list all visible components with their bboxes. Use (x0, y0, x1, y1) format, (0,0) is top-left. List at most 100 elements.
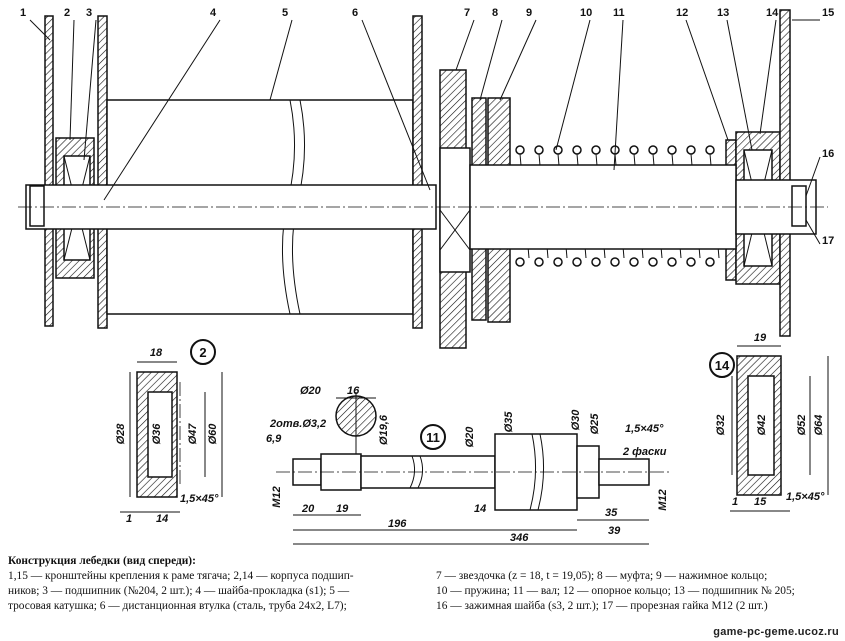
detail-11-number: 11 (426, 430, 440, 445)
spring-coil (591, 145, 601, 155)
sprocket-hub (439, 147, 471, 273)
dim-d25: Ø25 (589, 413, 601, 435)
spring-coil (534, 257, 544, 267)
dim-chamfer-11: 1,5×45° (625, 423, 664, 435)
dim-d52: Ø52 (796, 415, 808, 436)
dim-d196: Ø19,6 (378, 414, 390, 445)
detail-11-marker (420, 424, 446, 450)
spring-coil (534, 145, 544, 155)
spring-coil (591, 257, 601, 267)
nut-left (29, 185, 45, 227)
dim-d35: Ø35 (503, 411, 515, 433)
dim-l20: 20 (301, 503, 315, 515)
callout-leader (805, 156, 821, 197)
spring-coil (629, 257, 639, 267)
detail-14-number: 14 (715, 358, 730, 373)
dim-w15: 15 (754, 496, 767, 508)
dim-d64: Ø64 (813, 415, 825, 436)
detail-2-number: 2 (199, 345, 206, 360)
callout-leader (83, 19, 97, 161)
spring-coil (553, 257, 563, 267)
detail-11: Ø20 16 2отв.Ø3,2 6,9 11 Ø19,6 Ø20 Ø35 Ø3… (266, 385, 670, 545)
dim-d60: Ø60 (207, 423, 219, 445)
nut-right (791, 185, 807, 227)
caption-right-line: 16 — зажимная шайба (s3, 2 шт.); 17 — пр… (436, 600, 768, 612)
dim-d32: Ø32 (715, 415, 727, 436)
caption-left-line: ников; 3 — подшипник (№204, 2 шт.); 4 — … (8, 585, 350, 597)
callout-leader (361, 19, 431, 191)
callout-number: 14 (766, 7, 779, 19)
detail-2-marker (190, 339, 216, 365)
watermark: game-pc-geme.ucoz.ru (713, 626, 839, 638)
spool-flange-right (412, 15, 423, 329)
spring-coil (648, 145, 658, 155)
dim-m12-left: M12 (271, 486, 283, 507)
callout-leader (613, 19, 624, 171)
callout-leader (759, 19, 777, 135)
dim-d47: Ø47 (187, 423, 199, 445)
dim-d28: Ø28 (115, 423, 127, 445)
spring-coil (667, 257, 677, 267)
dim-two-chamfers: 2 фаски (622, 446, 667, 458)
spring-coil (648, 257, 658, 267)
callout-number: 12 (676, 7, 688, 19)
dim-w16: 16 (347, 385, 360, 397)
callout-leader (103, 19, 221, 201)
caption-right: 7 — звездочка (z = 18, t = 19,05); 8 — м… (436, 569, 795, 614)
callout-number: 1 (20, 7, 26, 19)
callout-number: 11 (613, 7, 625, 19)
spring-coil (686, 257, 696, 267)
dim-l196: 196 (388, 518, 407, 530)
callout-leader (269, 19, 293, 101)
dim-l14: 14 (474, 503, 486, 515)
callout-number: 3 (86, 7, 92, 19)
dim-d36: Ø36 (151, 423, 163, 445)
callout-leader (726, 19, 753, 151)
caption-right-line: 7 — звездочка (z = 18, t = 19,05); 8 — м… (436, 570, 768, 582)
callout-number: 4 (210, 7, 217, 19)
caption-right-line: 10 — пружина; 11 — вал; 12 — опорное кол… (436, 585, 795, 597)
dim-l35: 35 (605, 507, 618, 519)
spring-coil (553, 145, 563, 155)
dim-l346: 346 (510, 532, 529, 544)
spring-coil (667, 145, 677, 155)
callout-number: 17 (822, 235, 834, 247)
spring-coil (515, 145, 525, 155)
spool-flange-left (97, 15, 108, 329)
callout-number: 7 (464, 7, 470, 19)
callout-leader (479, 19, 503, 101)
bracket-left (44, 15, 54, 327)
spring-coil (705, 145, 715, 155)
callout-leader (805, 219, 821, 245)
callout-number: 10 (580, 7, 592, 19)
spring-coil (686, 145, 696, 155)
spring-coil (572, 257, 582, 267)
dim-w69: 6,9 (266, 433, 282, 445)
callout-number: 6 (352, 7, 358, 19)
dim-holes: 2отв.Ø3,2 (269, 418, 326, 430)
callout-number: 5 (282, 7, 288, 19)
dim-w18: 18 (150, 347, 163, 359)
dim-l19: 19 (336, 503, 349, 515)
dim-w1-14: 1 (732, 496, 738, 508)
detail-14: 14 19 Ø32 Ø42 Ø52 Ø64 1 15 1,5×45° (709, 332, 829, 512)
bracket-right (779, 9, 791, 337)
callout-leader (29, 19, 51, 41)
callout-number: 9 (526, 7, 532, 19)
dim-w19: 19 (754, 332, 767, 344)
callout-number: 8 (492, 7, 498, 19)
dim-d20: Ø20 (464, 426, 476, 448)
spring-coil (515, 257, 525, 267)
dim-chamfer-14: 1,5×45° (786, 491, 825, 503)
spring-coil (610, 257, 620, 267)
dim-w14: 14 (156, 513, 168, 525)
callout-leader (499, 19, 537, 101)
dim-l39: 39 (608, 525, 621, 537)
caption-left-line: 1,15 — кронштейны крепления к раме тягач… (8, 570, 354, 582)
dim-m12-right: M12 (657, 489, 669, 510)
dim-chamfer-2: 1,5×45° (180, 493, 219, 505)
caption-title: Конструкция лебедки (вид спереди): (8, 555, 196, 567)
callout-leader (455, 19, 475, 71)
